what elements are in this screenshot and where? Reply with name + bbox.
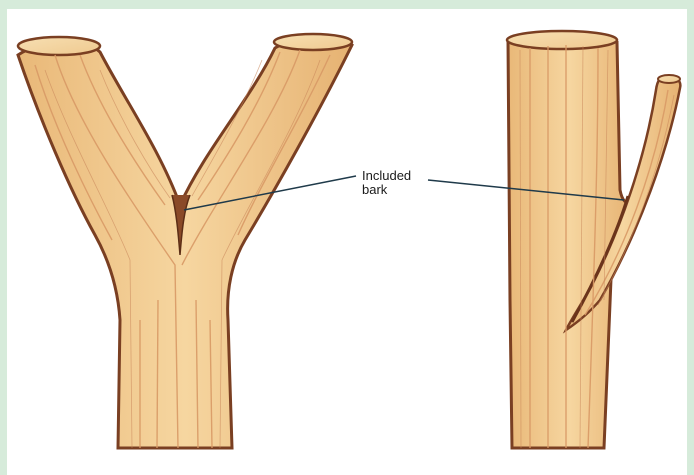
y-fork-right-cut-end <box>274 34 352 50</box>
included-bark-label: Included bark <box>362 169 411 197</box>
branch-cut-end <box>658 75 680 83</box>
included-bark-label-line1: Included <box>362 169 411 183</box>
included-bark-label-line2: bark <box>362 183 411 197</box>
y-fork-wood <box>18 39 352 448</box>
y-fork-left-cut-end <box>18 37 100 55</box>
trunk-cut-end <box>507 31 617 49</box>
trunk-branch-illustration <box>507 31 680 448</box>
y-fork-illustration <box>18 34 352 448</box>
